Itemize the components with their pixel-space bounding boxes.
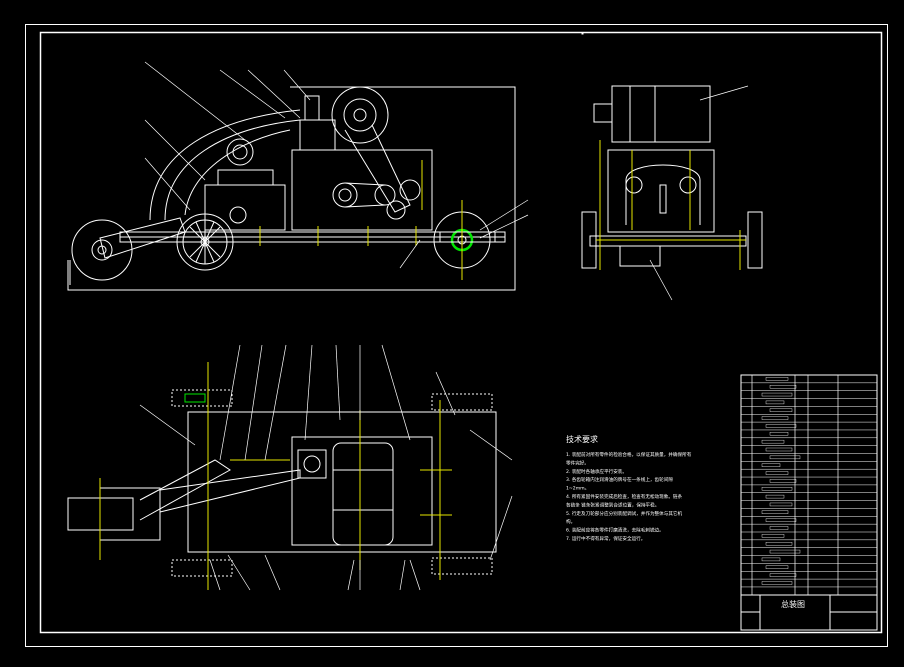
bom-cell-mark [769,573,797,577]
drawing-name: 总装图 [781,599,805,609]
bom-cell-mark [761,487,793,491]
bom-cell-mark [761,534,785,538]
bom-cell-mark [761,416,789,420]
tech-req-line: 1. 装配前对所有零件的检验合格，以保证其质量，并确保所有 [566,451,692,458]
bom-cell-mark [761,581,793,585]
bom-cell-mark [765,377,789,381]
tech-req-line: 6. 装配前应将各零件打磨清洗，去除毛刺锐边。 [566,527,664,534]
bom-cell-mark [765,400,785,405]
bom-cell-mark [769,432,789,436]
tech-req-line: 零件完好。 [566,459,589,466]
bom-cell-mark [765,565,789,569]
bom-cell-mark [761,510,789,514]
bom-cell-mark [761,557,781,562]
bom-rows [741,377,877,588]
tech-req-line: 构。 [566,518,575,525]
bom-cell-mark [769,455,801,460]
bom-cell-mark [769,526,789,530]
bom-cell-mark [769,479,797,483]
bom-cell-mark [765,471,789,475]
tech-req-line: 1~2mm。 [566,486,589,492]
bom-cell-mark [769,408,793,412]
tech-req-line: 3. 各齿轮箱内注润滑油的牌号在一条线上，齿轮间隙 [566,476,673,483]
tech-req-line: 5. 行走及刀轮部分应分别装配调试，并作为整体与其它机 [566,510,683,517]
bom-cell-mark [769,549,801,554]
tech-req-line: 4. 所有紧固件安装完成后检查，检查有无松动现象。链条 [566,493,683,500]
bom-cell-mark [769,502,793,507]
tech-req-line: 各链条 链条张紧调整到合适位置，保持平稳。 [566,501,659,508]
bom-cell-mark [769,385,797,389]
bom-cell-mark [765,542,793,546]
bom-cell-mark [765,518,797,522]
bom-cell-mark [761,463,781,467]
bom-cell-mark [765,424,797,428]
plan-wheels [171,389,493,577]
side-view [581,32,763,301]
bom-cell-mark [761,439,785,444]
tech-req-line: 2. 装配时各轴承应平行安装。 [566,468,627,475]
tech-req-line: 7. 运行中不得有异常，保证安全运行。 [566,535,645,542]
bom-cell-mark [761,392,793,397]
bom-cell-mark [765,447,793,452]
bom-table: 总装图 [740,374,878,631]
tech-req-heading: 技术要求 [566,434,598,444]
plan-view [67,344,513,591]
bom-cell-mark [765,494,785,499]
front-view [67,61,529,291]
sheet-frame [25,24,888,647]
